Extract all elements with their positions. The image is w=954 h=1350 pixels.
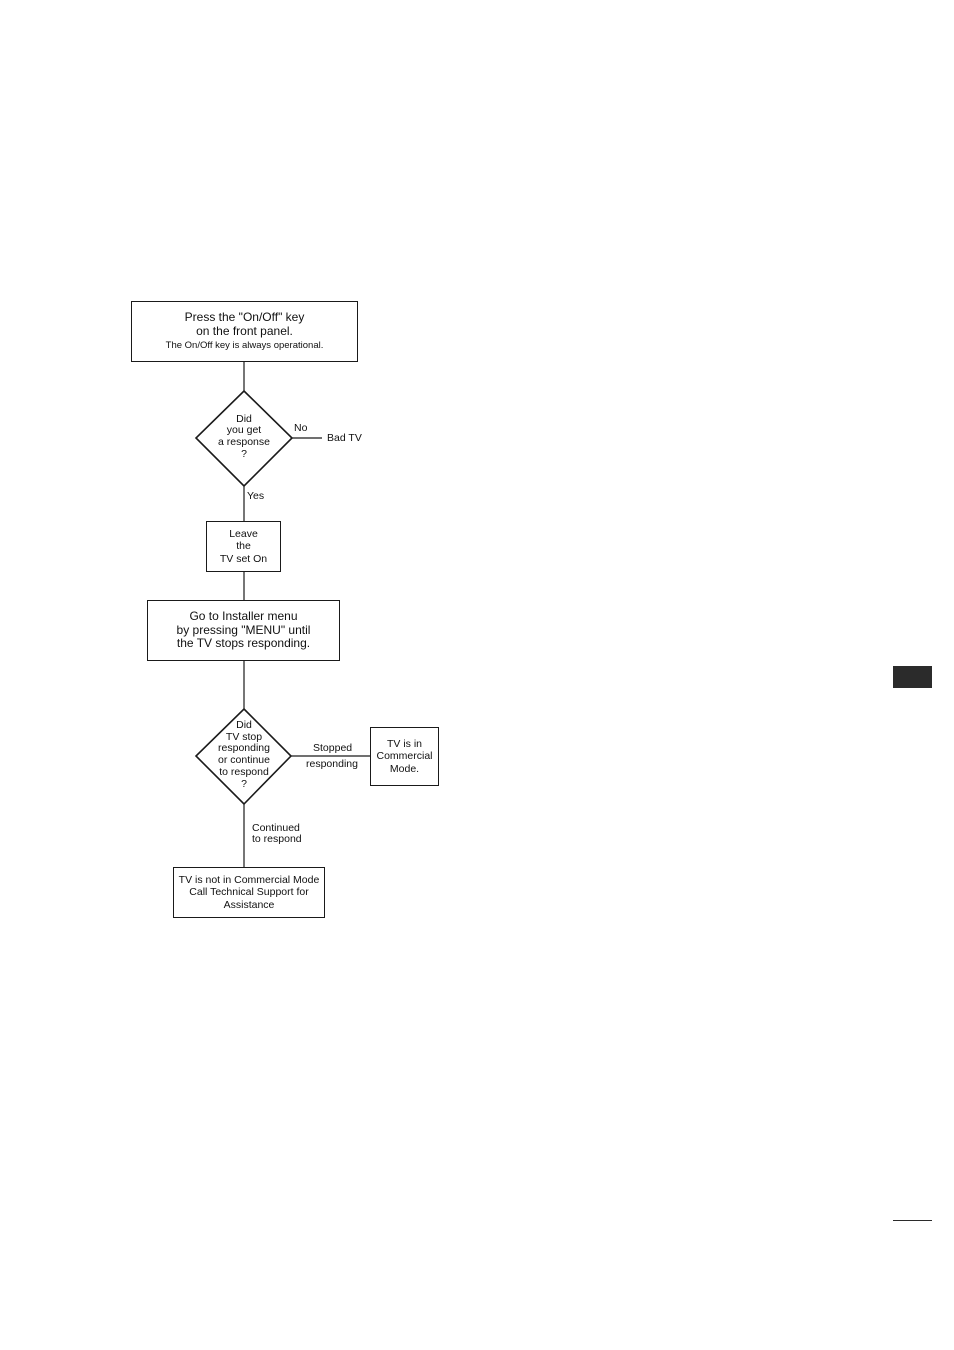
start-box-line3: The On/Off key is always operational. xyxy=(165,339,324,351)
decision-response-diamond xyxy=(194,389,294,488)
decision-response-line3: a response xyxy=(218,436,270,448)
support-box: TV is not in Commercial Mode Call Techni… xyxy=(173,867,325,918)
label-stopped: Stopped xyxy=(313,742,353,754)
section-tab-marker xyxy=(893,666,932,688)
installer-box: Go to Installer menu by pressing "MENU" … xyxy=(147,600,340,661)
label-no: No xyxy=(294,422,308,434)
decision-stop-line5: to respond xyxy=(219,765,269,778)
leave-box-line3: TV set On xyxy=(219,552,268,565)
commercial-box: TV is in Commercial Mode. xyxy=(370,727,439,786)
support-box-line2: Call Technical Support for xyxy=(189,886,309,899)
installer-box-line2: by pressing "MENU" until xyxy=(176,622,311,637)
decision-response-line2: you get xyxy=(226,424,262,437)
support-box-line1: TV is not in Commercial Mode xyxy=(178,874,320,887)
decision-response-text: Did you get a response ? xyxy=(204,411,284,463)
commercial-box-line1: TV is in xyxy=(386,738,422,751)
support-box-line3: Assistance xyxy=(223,898,275,911)
leave-box-line2: the xyxy=(236,540,251,553)
footer-rule xyxy=(893,1220,932,1221)
label-yes: Yes xyxy=(247,490,265,502)
label-responding: responding xyxy=(306,758,358,770)
leave-box-line1: Leave xyxy=(229,528,258,541)
start-box-line2: on the front panel. xyxy=(196,324,293,339)
installer-box-line3: the TV stops responding. xyxy=(176,636,311,651)
start-box: Press the "On/Off" key on the front pane… xyxy=(131,301,358,362)
decision-stop-text: Did TV stop responding or continue to re… xyxy=(204,719,284,791)
label-continued: Continued xyxy=(252,822,300,834)
decision-stop-line6: ? xyxy=(241,777,247,790)
decision-response-line4: ? xyxy=(241,447,247,460)
leave-box: Leave the TV set On xyxy=(206,521,281,572)
label-bad-tv: Bad TV xyxy=(327,432,362,444)
commercial-box-line2: Commercial xyxy=(376,750,433,763)
decision-stop-line3: responding xyxy=(218,742,270,755)
label-to-respond: to respond xyxy=(252,833,302,845)
decision-stop-diamond xyxy=(194,707,293,806)
commercial-box-line3: Mode. xyxy=(389,762,420,775)
decision-stop-line2: TV stop xyxy=(225,730,263,743)
installer-box-line1: Go to Installer menu xyxy=(189,608,298,623)
decision-stop-line1: Did xyxy=(236,718,252,731)
decision-stop-line4: or continue xyxy=(218,754,270,766)
start-box-line1: Press the "On/Off" key xyxy=(184,310,305,325)
decision-response-line1: Did xyxy=(236,412,252,425)
